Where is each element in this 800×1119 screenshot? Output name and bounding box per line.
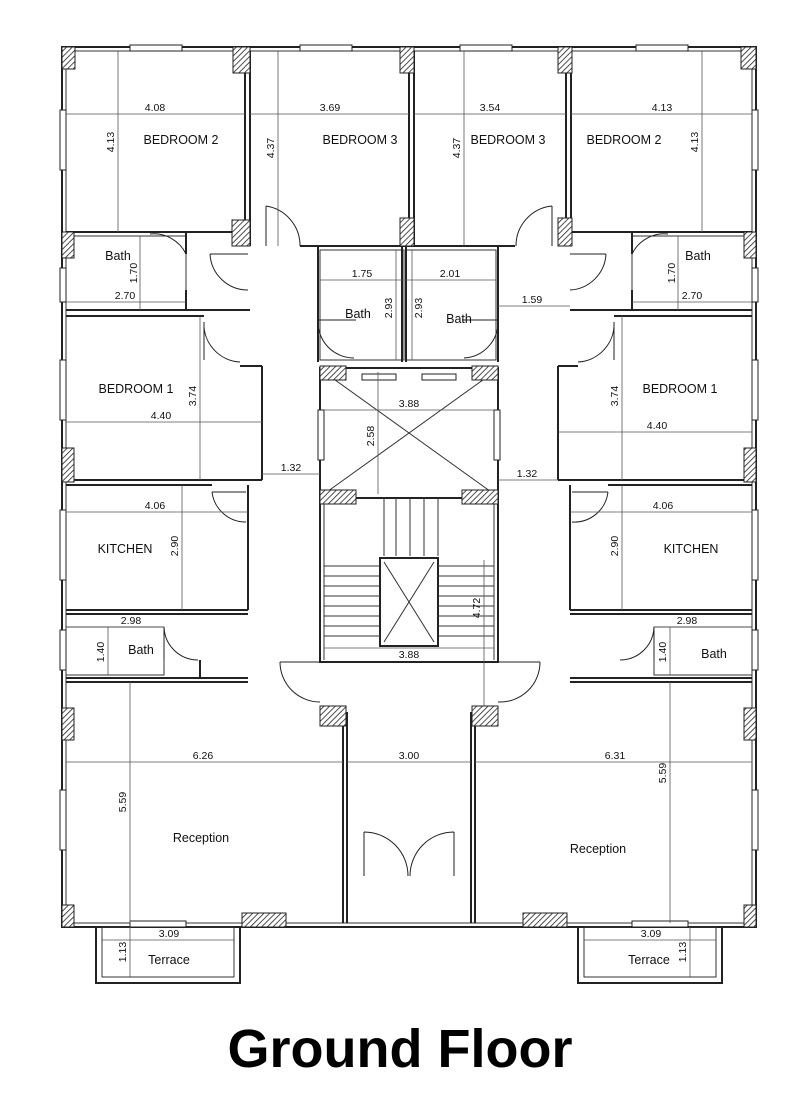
dim-label: 4.06 — [653, 500, 674, 512]
dim-label: 1.59 — [522, 294, 543, 306]
dim-label: 4.40 — [151, 410, 172, 422]
room-label-bath-lower-right: Bath — [701, 647, 727, 661]
dim-label: 4.37 — [451, 138, 463, 159]
dim-label: 1.70 — [666, 263, 678, 284]
dim-label: 2.90 — [169, 536, 181, 557]
room-label-bedroom1-right: BEDROOM 1 — [642, 382, 717, 396]
room-label-terrace-left: Terrace — [148, 953, 190, 967]
dim-label: 3.09 — [159, 928, 180, 940]
dim-label: 1.40 — [95, 642, 107, 663]
dim-label: 3.09 — [641, 928, 662, 940]
dim-label: 6.26 — [193, 750, 214, 762]
dim-label: 4.13 — [652, 102, 673, 114]
dim-label: 4.37 — [265, 138, 277, 159]
dim-label: 1.13 — [117, 942, 129, 963]
dim-label: 2.93 — [413, 298, 425, 319]
room-label-reception-right: Reception — [570, 842, 626, 856]
room-label-reception-left: Reception — [173, 831, 229, 845]
dim-label: 3.69 — [320, 102, 341, 114]
room-label-bath-top-right: Bath — [685, 249, 711, 263]
dim-label: 4.13 — [105, 132, 117, 153]
doors — [149, 205, 669, 877]
room-label-bath-center-left: Bath — [345, 307, 371, 321]
room-label-kitchen-right: KITCHEN — [664, 542, 719, 556]
room-label-kitchen-left: KITCHEN — [98, 542, 153, 556]
room-label-bath-center-right: Bath — [446, 312, 472, 326]
room-labels: BEDROOM 2 BEDROOM 3 BEDROOM 3 BEDROOM 2 … — [98, 133, 727, 967]
dim-label: 2.70 — [115, 290, 136, 302]
room-label-bedroom2-left: BEDROOM 2 — [143, 133, 218, 147]
dim-label: 2.98 — [121, 615, 142, 627]
lift-and-stairs — [323, 371, 495, 647]
room-label-bedroom3-right: BEDROOM 3 — [470, 133, 545, 147]
dim-label: 4.72 — [471, 598, 483, 619]
plan-title: Ground Floor — [227, 1019, 573, 1079]
dim-label: 1.13 — [677, 942, 689, 963]
dim-label: 2.90 — [609, 536, 621, 557]
dim-label: 2.93 — [383, 298, 395, 319]
dim-label: 1.75 — [352, 268, 373, 280]
dim-label: 1.32 — [517, 468, 538, 480]
room-label-terrace-right: Terrace — [628, 953, 670, 967]
dim-label: 4.08 — [145, 102, 166, 114]
room-label-bedroom2-right: BEDROOM 2 — [586, 133, 661, 147]
dim-label: 3.00 — [399, 750, 420, 762]
dim-label: 1.70 — [128, 263, 140, 284]
dim-label: 2.58 — [365, 426, 377, 447]
dim-label: 1.40 — [657, 642, 669, 663]
dim-label: 2.70 — [682, 290, 703, 302]
dim-label: 1.32 — [281, 462, 302, 474]
dim-label: 5.59 — [117, 792, 129, 813]
windows — [59, 44, 759, 928]
interior-walls — [65, 51, 753, 984]
dim-label: 4.13 — [689, 132, 701, 153]
dim-label: 3.54 — [480, 102, 501, 114]
dim-label: 5.59 — [657, 763, 669, 784]
room-label-bedroom3-left: BEDROOM 3 — [322, 133, 397, 147]
stair-treads — [324, 498, 494, 637]
dim-label: 2.01 — [440, 268, 461, 280]
dim-label: 4.40 — [647, 420, 668, 432]
dim-label: 4.06 — [145, 500, 166, 512]
dimension-lines — [66, 51, 752, 977]
room-label-bath-lower-left: Bath — [128, 643, 154, 657]
room-label-bedroom1-left: BEDROOM 1 — [98, 382, 173, 396]
floor-plan: BEDROOM 2 BEDROOM 3 BEDROOM 3 BEDROOM 2 … — [59, 44, 759, 984]
dim-label: 3.74 — [609, 386, 621, 407]
dim-label: 3.88 — [399, 398, 420, 410]
dim-label: 3.74 — [187, 386, 199, 407]
dim-label: 2.98 — [677, 615, 698, 627]
columns — [61, 46, 757, 928]
dimension-labels: 4.08 4.13 3.69 4.37 3.54 4.37 4.13 4.13 … — [95, 102, 702, 962]
dim-label: 3.88 — [399, 649, 420, 661]
dim-label: 6.31 — [605, 750, 626, 762]
room-label-bath-top-left: Bath — [105, 249, 131, 263]
